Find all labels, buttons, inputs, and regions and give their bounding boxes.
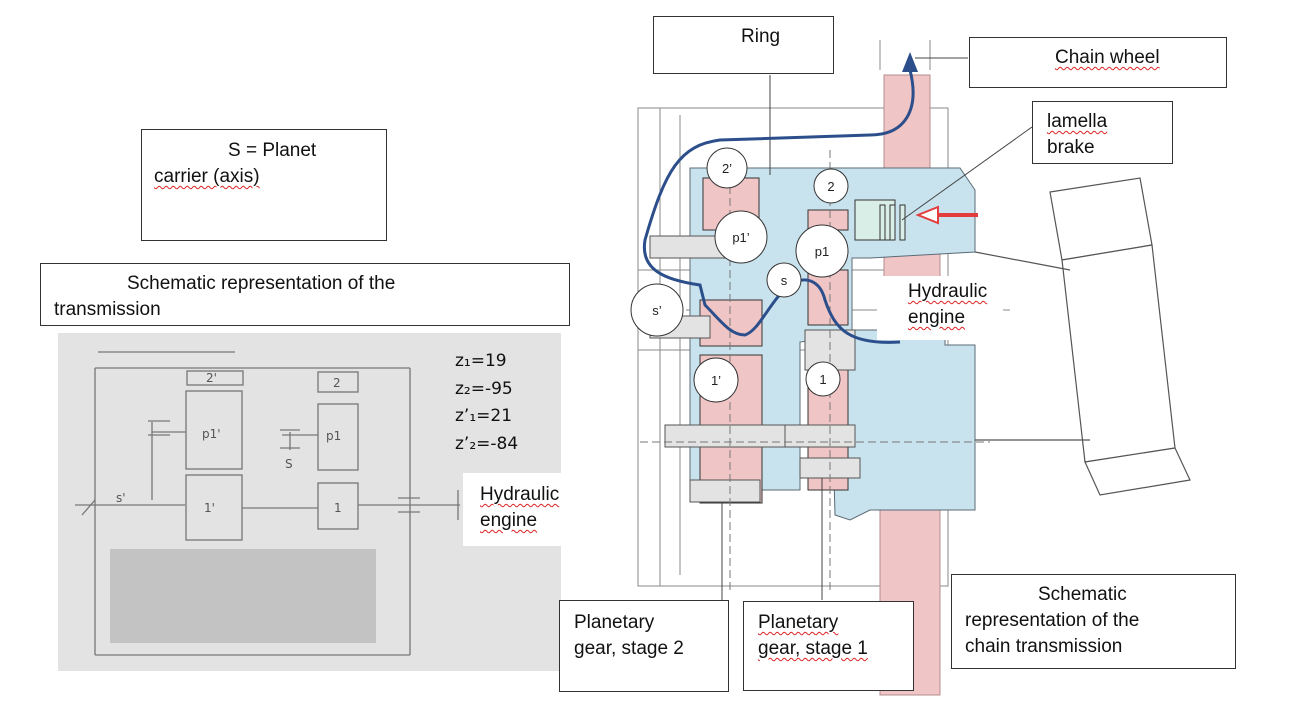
- schematic-chain-line1: Schematic: [1038, 584, 1127, 605]
- lamella-brake-line2: brake: [1047, 137, 1095, 158]
- chain-wheel-label: Chain wheel: [1055, 47, 1160, 68]
- teeth-z2prime: z’₂=-84: [455, 434, 518, 454]
- svg-text:s: s: [781, 273, 788, 288]
- schematic-chain-box: Schematic representation of the chain tr…: [951, 574, 1236, 669]
- gear-circle-2: 2: [813, 168, 849, 204]
- schematic-transmission-box: Schematic representation of the transmis…: [40, 263, 570, 326]
- hydraulic-engine-right-line1: Hydraulic: [908, 281, 988, 302]
- sketch-label-p1: p1: [326, 429, 341, 443]
- planetary-stage2-box: Planetary gear, stage 2: [559, 600, 729, 692]
- planetary-stage2-line2: gear, stage 2: [574, 638, 684, 659]
- planetary-stage2-line1: Planetary: [574, 612, 655, 633]
- sketch-label-1prime: 1': [204, 501, 215, 515]
- svg-text:p1: p1: [815, 244, 829, 259]
- flow-path: [642, 69, 915, 344]
- sketch-label-1: 1: [334, 501, 342, 515]
- sketch-label-2: 2: [333, 376, 341, 390]
- gear-circle-2prime: 2’: [706, 147, 748, 189]
- teeth-z2: z₂=-95: [455, 379, 513, 399]
- hydraulic-engine-right-box: Hydraulic engine: [877, 276, 1003, 340]
- teeth-z1prime: z’₁=21: [455, 406, 512, 426]
- svg-text:p1’: p1’: [732, 230, 749, 245]
- gear-circle-s: s: [766, 262, 802, 298]
- redaction-block: [110, 549, 376, 643]
- planet-carrier-box: S = Planet carrier (axis): [141, 129, 387, 241]
- svg-text:1’: 1’: [711, 373, 721, 388]
- sketch-label-p1prime: p1': [202, 427, 221, 441]
- flow-arrow-head: [902, 52, 918, 72]
- ring-box: Ring: [653, 16, 834, 74]
- lamella-brake-box: lamella brake: [1032, 101, 1173, 164]
- svg-text:1: 1: [819, 372, 826, 387]
- planetary-stage1-line2: gear, stage 1: [758, 638, 868, 659]
- gear-circle-1: 1: [805, 361, 841, 397]
- planet-carrier-line1: S = Planet: [228, 140, 317, 161]
- chain-wheel-box: Chain wheel: [969, 37, 1227, 88]
- gear-circle-p1: p1: [795, 224, 849, 278]
- sketch-label-sprime: s': [116, 491, 126, 505]
- svg-text:2’: 2’: [722, 161, 732, 176]
- planetary-stage1-box: Planetary gear, stage 1: [743, 601, 914, 691]
- technical-drawing: 2’ 2 p1’ p1 s s’ 1’ 1: [630, 40, 1191, 696]
- hydraulic-engine-left-line2: engine: [480, 510, 538, 531]
- schematic-transmission-line2: transmission: [54, 299, 161, 320]
- lamella-brake-line1: lamella: [1047, 111, 1108, 132]
- svg-text:s’: s’: [652, 303, 662, 318]
- hydraulic-engine-right-line2: engine: [908, 307, 966, 328]
- hydraulic-engine-left-box: Hydraulic engine: [463, 473, 581, 546]
- ring-label: Ring: [741, 26, 781, 47]
- teeth-z1: z₁=19: [455, 351, 507, 371]
- sketch-label-s: S: [285, 457, 293, 471]
- gear-circle-1prime: 1’: [693, 357, 739, 403]
- svg-text:2: 2: [827, 179, 834, 194]
- gear-circle-p1prime: p1’: [714, 210, 768, 264]
- gear-circle-sprime: s’: [630, 283, 684, 337]
- planet-carrier-line2: carrier (axis): [154, 166, 260, 187]
- schematic-transmission-line1: Schematic representation of the: [127, 273, 396, 294]
- sketch-label-2prime: 2': [206, 371, 217, 385]
- planetary-stage1-line1: Planetary: [758, 612, 839, 633]
- schematic-chain-line2: representation of the: [965, 610, 1140, 631]
- hydraulic-engine-left-line1: Hydraulic: [480, 484, 560, 505]
- schematic-chain-line3: chain transmission: [965, 636, 1123, 657]
